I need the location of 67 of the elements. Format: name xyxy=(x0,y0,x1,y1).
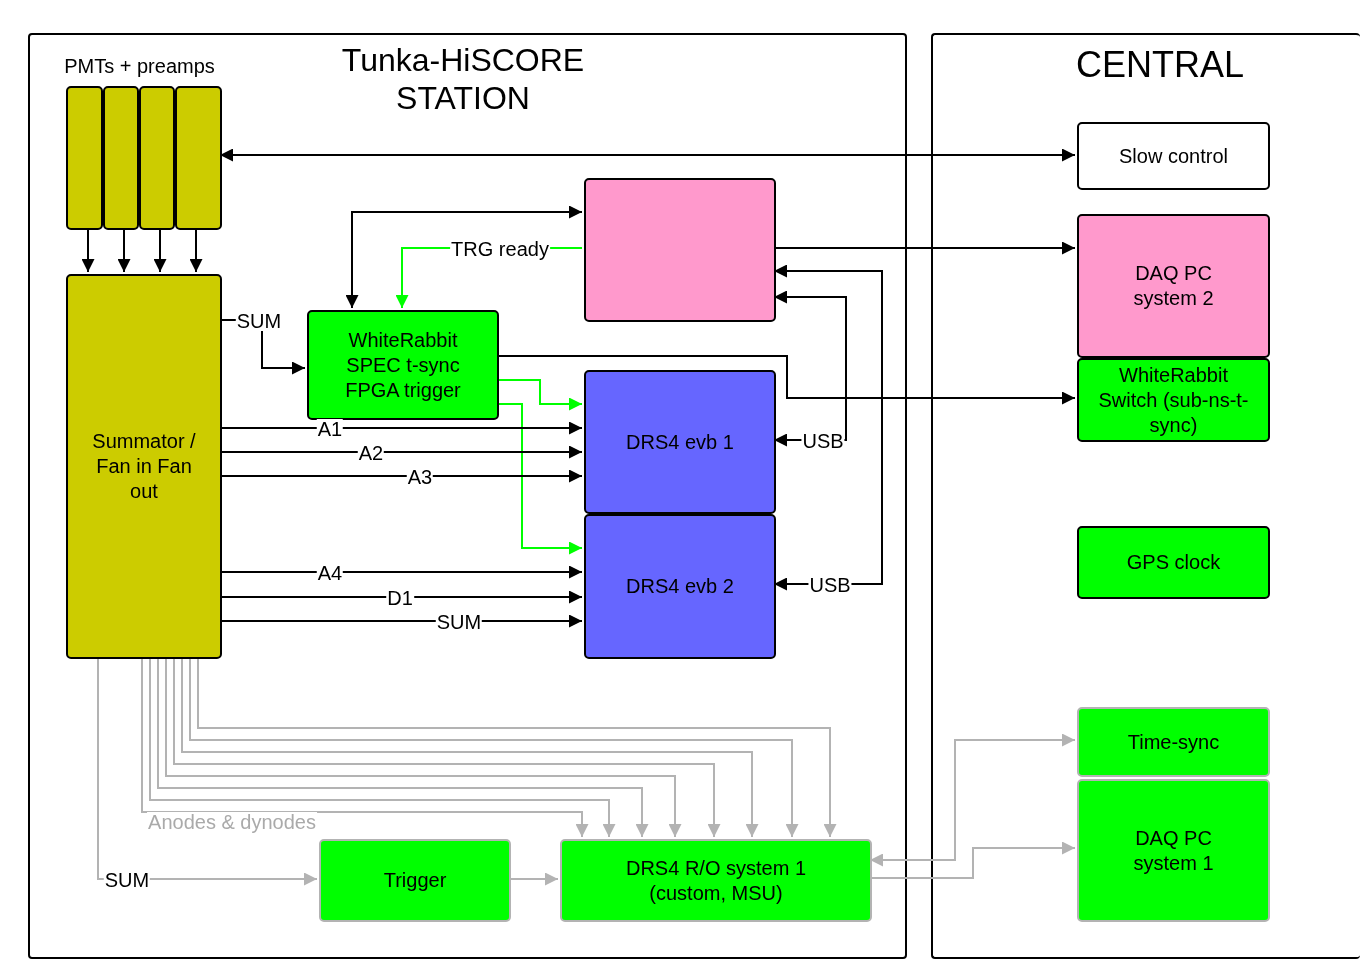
edge-label: Anodes & dynodes xyxy=(147,812,317,832)
edge-label: USB xyxy=(801,431,845,451)
arrow xyxy=(219,614,583,628)
process-box xyxy=(1077,358,1270,442)
group-heading: PMTs + preamps xyxy=(64,54,215,79)
arrow xyxy=(189,227,203,273)
edge-label: A2 xyxy=(357,443,385,463)
process-box xyxy=(66,274,222,659)
box-label: DRS4 evb 2 xyxy=(625,574,735,599)
panel-heading: CENTRAL xyxy=(1075,43,1245,87)
arrow xyxy=(97,656,318,886)
box-label: Time-sync xyxy=(1126,729,1221,755)
pmt-box xyxy=(175,86,222,230)
box-label: GPS clock xyxy=(1125,550,1222,575)
box-label: Summator / Fan in Fan out xyxy=(91,429,197,504)
arrow xyxy=(773,241,1076,255)
edge-label: A4 xyxy=(316,563,344,583)
arrow xyxy=(219,421,583,435)
process-box xyxy=(1077,707,1270,777)
edge-label: D1 xyxy=(386,588,414,608)
process-box xyxy=(1077,526,1270,599)
process-box xyxy=(319,839,511,922)
arrow xyxy=(219,148,1076,162)
process-box xyxy=(1077,779,1270,922)
process-box xyxy=(1077,122,1270,190)
edge-label: A3 xyxy=(406,467,434,487)
box-label: DRS4 R/O system 1 (custom, MSU) xyxy=(624,855,807,906)
pmt-box xyxy=(139,86,175,230)
central-panel xyxy=(931,33,1360,959)
arrow xyxy=(219,565,583,579)
process-box xyxy=(584,514,776,659)
arrow xyxy=(508,872,559,886)
box-label: WhiteRabbit SPEC t-sync FPGA trigger xyxy=(344,327,462,403)
arrow xyxy=(153,227,167,273)
arrow xyxy=(496,379,583,411)
process-box xyxy=(560,839,872,922)
arrow xyxy=(345,205,583,309)
arrow xyxy=(81,227,95,273)
arrow xyxy=(496,355,1076,405)
process-box xyxy=(584,178,776,322)
box-label: Slow control xyxy=(1118,143,1229,169)
box-label: WhiteRabbit Switch (sub-ns-t-sync) xyxy=(1097,362,1250,438)
pmt-box xyxy=(66,86,103,230)
edge-label: USB xyxy=(808,575,852,595)
box-label: DAQ PC system 1 xyxy=(1132,825,1215,876)
edge-label: SUM xyxy=(435,612,483,632)
edge-label: SUM xyxy=(103,870,151,890)
process-box xyxy=(584,370,776,514)
station-panel xyxy=(28,33,907,959)
pmt-box xyxy=(103,86,139,230)
arrow xyxy=(869,733,1076,867)
process-box xyxy=(307,310,499,420)
box-label: DAQ PC system 2 xyxy=(1132,261,1215,311)
arrow xyxy=(117,227,131,273)
arrow xyxy=(219,469,583,483)
edge-label: A1 xyxy=(316,419,344,439)
box-label: DRS4 evb 1 xyxy=(625,429,735,455)
box-label: Trigger xyxy=(382,868,448,893)
edge-label: SUM xyxy=(235,311,283,331)
arrow xyxy=(869,841,1076,879)
arrow xyxy=(219,590,583,604)
panel-heading: Tunka-HiSCORE STATION xyxy=(340,41,586,118)
arrow xyxy=(219,445,583,459)
arrow xyxy=(773,264,883,591)
arrow xyxy=(496,403,583,555)
edge-label: TRG ready xyxy=(450,239,550,259)
process-box xyxy=(1077,214,1270,358)
